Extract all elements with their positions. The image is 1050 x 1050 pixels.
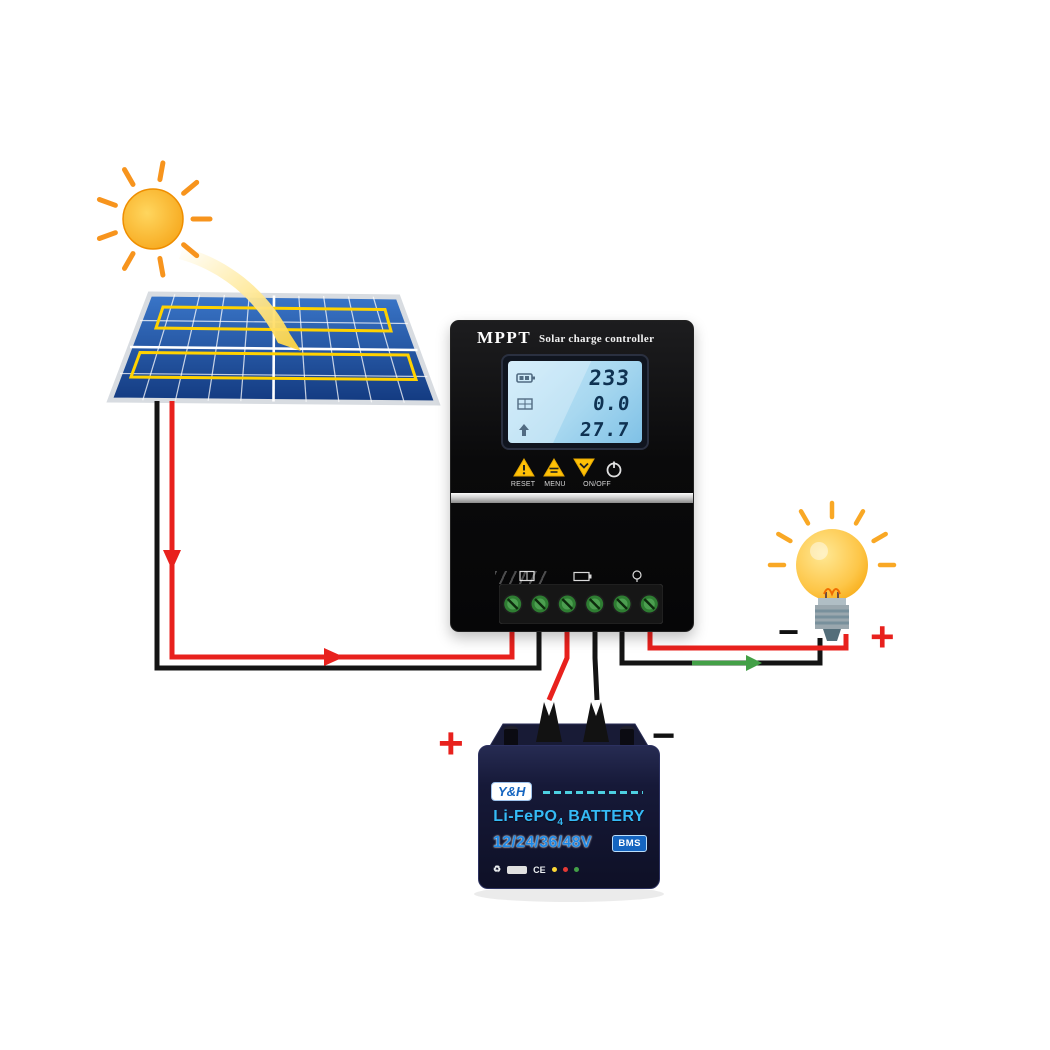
- lcd-row-current: 0.0: [516, 392, 632, 416]
- lcd-row-voltage: 27.7: [516, 418, 632, 442]
- lcd-value-2: 0.0: [591, 393, 632, 415]
- button-row: RESET MENU ON/OFF: [507, 457, 643, 493]
- battery-voltages: 12/24/36/48V: [493, 834, 592, 851]
- bulb-highlight: [810, 542, 828, 560]
- bulb-negative-label: −: [778, 611, 800, 652]
- lcd-value-1: 233: [587, 366, 632, 390]
- recycle-icon: ♻: [493, 864, 502, 874]
- battery-terminal-icon: [573, 571, 590, 582]
- wire-pv-negative: [154, 401, 542, 671]
- lcd-screen: 233 0.0 27.7: [508, 361, 642, 443]
- sun-icon: [96, 160, 213, 278]
- cert-dot-red: [562, 867, 568, 872]
- panel-center-rail-h: [129, 345, 418, 352]
- battery-post-negative: [620, 729, 634, 746]
- ce-mark: CE: [533, 864, 546, 875]
- flow-arrow-right-icon: [324, 648, 344, 666]
- sunlight-arrow: [179, 247, 301, 351]
- menu-label: MENU: [544, 481, 566, 488]
- terminal-screws[interactable]: [502, 594, 660, 614]
- base-ridges: [815, 609, 849, 625]
- sun-disc: [122, 188, 184, 250]
- sun-rays: [96, 160, 213, 278]
- battery-clamp-negative: [583, 702, 609, 742]
- mppt-highlight-band-top: [153, 305, 393, 333]
- wire-battery-positive: [546, 629, 570, 701]
- reset-label: RESET: [510, 481, 536, 488]
- filament-leads: [825, 592, 839, 598]
- battery-brand-logo: Y&H: [491, 782, 533, 801]
- certification-row: ♻ CE: [493, 864, 579, 875]
- battery-positive-label: +: [438, 719, 464, 768]
- controller-title: Solar charge controller: [539, 333, 655, 345]
- controller-brand: MPPT: [477, 328, 532, 347]
- lcd-display: 233 0.0 27.7: [501, 354, 649, 450]
- charge-controller: MPPT Solar charge controller 233: [450, 320, 694, 632]
- bms-badge: BMS: [612, 834, 647, 852]
- wire-load-positive: [647, 629, 849, 651]
- reset-button warning-triangle-icon[interactable]: [513, 457, 535, 477]
- wire-battery-negative: [592, 629, 600, 701]
- bulb-positive-label: +: [870, 613, 895, 660]
- battery: Y&H Li-FePO4 BATTERY 12/24/36/48V BMS ♻ …: [478, 745, 660, 889]
- battery-name-prefix: Li-FePO: [493, 808, 558, 825]
- cert-dot-green: [573, 867, 579, 872]
- bulb-base-tip: [823, 629, 841, 641]
- battery-negative-label: −: [652, 714, 676, 758]
- battery-tagline: [543, 791, 643, 794]
- mppt-highlight-band-bottom: [128, 350, 419, 382]
- arrow-up-icon: [519, 424, 529, 436]
- battery-post-positive: [504, 729, 518, 746]
- bulb-filament: [823, 588, 841, 597]
- battery-top: [489, 723, 649, 747]
- cert-dot-yellow: [551, 867, 557, 872]
- battery-spec-row: 12/24/36/48V BMS: [493, 834, 647, 852]
- bulb-glass: [796, 529, 868, 601]
- bulb-rays: [767, 500, 897, 568]
- terminal-block: [499, 584, 663, 624]
- label-pill: [507, 865, 528, 874]
- battery-name-suffix: BATTERY: [563, 808, 645, 825]
- power-icon[interactable]: [605, 459, 623, 479]
- housing-stripe: [451, 493, 693, 503]
- solar-panel-icon: [517, 398, 533, 410]
- onoff-label: ON/OFF: [583, 481, 611, 488]
- select-button down-triangle-icon[interactable]: [573, 457, 595, 477]
- light-bulb-icon: [767, 500, 897, 641]
- terminal-group-icons: [519, 570, 642, 582]
- battery-shadow: [474, 886, 664, 902]
- load-terminal-icon: [632, 570, 642, 580]
- battery-clamp-positive: [536, 702, 562, 742]
- bulb-collar: [818, 598, 846, 606]
- battery-name: Li-FePO4 BATTERY: [479, 808, 659, 828]
- flow-arrow-down-icon: [163, 550, 181, 570]
- battery-name-sub: 4: [557, 817, 564, 829]
- lcd-value-3: 27.7: [579, 419, 632, 441]
- green-flow-arrow-icon: [746, 655, 762, 671]
- menu-button menu-triangle-icon[interactable]: [543, 457, 565, 477]
- lcd-row-pv: 233: [516, 366, 632, 390]
- battery-gauge-icon: [516, 373, 535, 383]
